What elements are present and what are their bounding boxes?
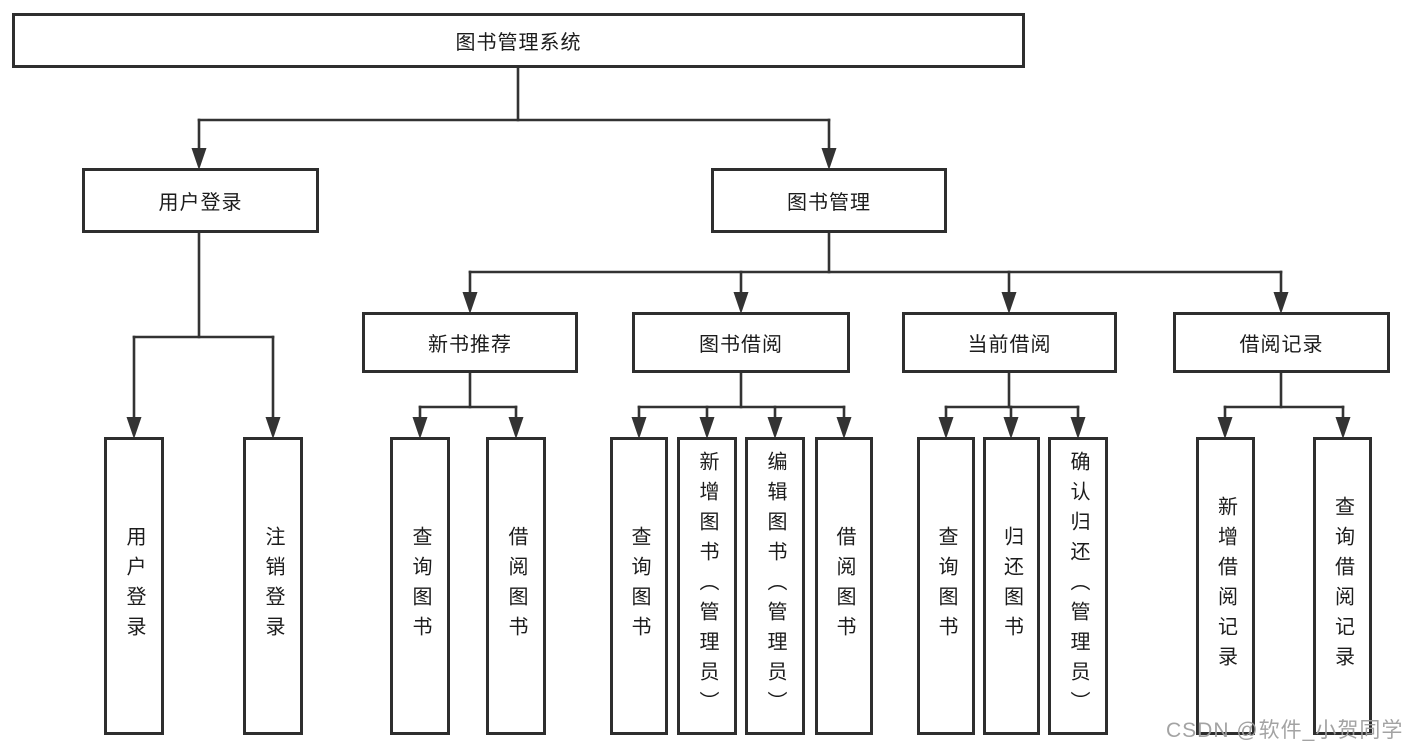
node-label: 用户登录	[158, 192, 243, 214]
leaf-label: 注销登录	[262, 526, 284, 646]
leaf-borrow-book-g1: 借阅图书	[486, 437, 546, 735]
leaf-label: 确认归还（管理员）	[1067, 451, 1089, 721]
leaf-label: 借阅图书	[833, 526, 855, 646]
node-book-borrow: 图书借阅	[632, 312, 850, 373]
leaf-label: 新增借阅记录	[1214, 496, 1237, 676]
node-new-book-recommend: 新书推荐	[362, 312, 578, 373]
node-current-borrow: 当前借阅	[902, 312, 1117, 373]
leaf-label: 归还图书	[1000, 526, 1023, 646]
node-label: 借阅记录	[1239, 334, 1324, 356]
node-label: 图书借阅	[699, 334, 783, 356]
leaf-query-borrow-record: 查询借阅记录	[1313, 437, 1372, 735]
leaf-edit-book-admin: 编辑图书（管理员）	[745, 437, 805, 735]
node-label: 新书推荐	[428, 334, 512, 356]
leaf-add-book-admin: 新增图书（管理员）	[677, 437, 737, 735]
leaf-query-book-g2: 查询图书	[610, 437, 668, 735]
node-book-management-branch: 图书管理	[711, 168, 947, 233]
node-label: 图书管理	[787, 192, 871, 214]
leaf-label: 查询图书	[409, 526, 431, 646]
leaf-logout: 注销登录	[243, 437, 303, 735]
node-root-system: 图书管理系统	[12, 13, 1025, 68]
leaf-label: 查询图书	[935, 526, 957, 646]
node-user-login-branch: 用户登录	[82, 168, 319, 233]
leaf-query-book-g3: 查询图书	[917, 437, 975, 735]
leaf-return-book: 归还图书	[983, 437, 1040, 735]
leaf-label: 借阅图书	[505, 526, 527, 646]
leaf-query-book-g1: 查询图书	[390, 437, 450, 735]
leaf-add-borrow-record: 新增借阅记录	[1196, 437, 1255, 735]
leaf-label: 查询图书	[628, 526, 650, 646]
leaf-confirm-return-admin: 确认归还（管理员）	[1048, 437, 1108, 735]
leaf-label: 用户登录	[123, 526, 145, 646]
leaf-user-login: 用户登录	[104, 437, 164, 735]
node-borrow-record: 借阅记录	[1173, 312, 1390, 373]
leaf-label: 新增图书（管理员）	[696, 451, 718, 721]
leaf-label: 查询借阅记录	[1331, 496, 1354, 676]
arrowheads	[126, 148, 1351, 439]
node-label: 当前借阅	[967, 334, 1052, 356]
leaf-label: 编辑图书（管理员）	[764, 451, 786, 721]
node-root-label: 图书管理系统	[455, 32, 582, 54]
csdn-watermark: CSDN @软件_小贺同学	[1166, 719, 1404, 742]
leaf-borrow-book-g2: 借阅图书	[815, 437, 873, 735]
